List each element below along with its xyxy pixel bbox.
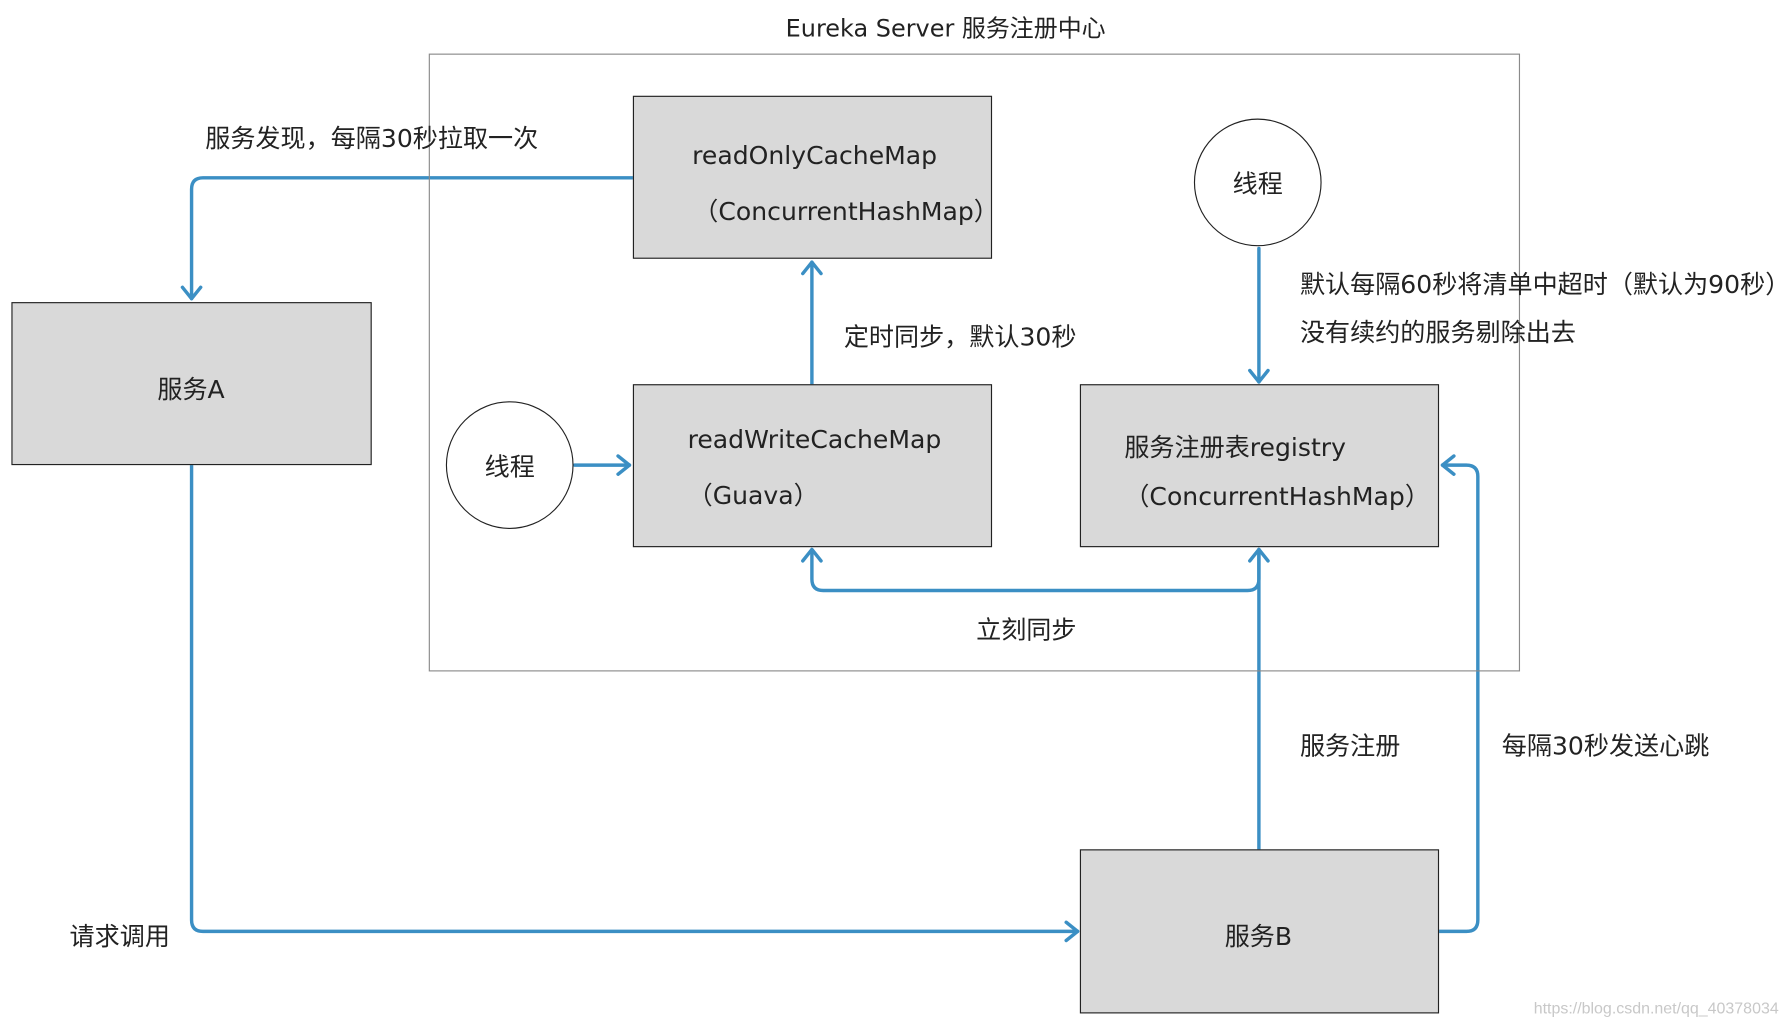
read-write-cache-name: readWriteCacheMap (687, 426, 942, 455)
heartbeat-arrowhead (1440, 454, 1456, 476)
registry-box: 服务注册表registry （ConcurrentHashMap） (1079, 384, 1440, 548)
evict-label-line1: 默认每隔60秒将清单中超时（默认为90秒） (1299, 271, 1788, 300)
request-call-label: 请求调用 (69, 923, 170, 952)
discovery-label: 服务发现，每隔30秒拉取一次 (205, 125, 539, 154)
heartbeat-arrow (1437, 463, 1480, 934)
service-b-box: 服务B (1079, 849, 1440, 1014)
timed-sync-arrowhead (801, 260, 823, 276)
request-arrow (189, 463, 1080, 934)
eureka-server-title: Eureka Server 服务注册中心 (785, 14, 1106, 43)
registry-name: 服务注册表registry (1124, 434, 1346, 463)
service-b-label: 服务B (1224, 923, 1293, 952)
timed-sync-label: 定时同步，默认30秒 (843, 323, 1077, 353)
evict-arrowhead (1248, 368, 1270, 384)
read-only-cache-type: （ConcurrentHashMap） (693, 198, 999, 227)
thread-circle-top: 线程 (1193, 118, 1322, 247)
thread-to-rw-arrowhead (616, 454, 632, 476)
thread-circle-left: 线程 (445, 401, 574, 529)
read-write-cache-type: （Guava） (687, 482, 819, 511)
registry-type: （ConcurrentHashMap） (1124, 483, 1430, 512)
discovery-arrow (189, 176, 635, 301)
read-only-cache-box: readOnlyCacheMap （ConcurrentHashMap） (632, 95, 999, 259)
heartbeat-label: 每隔30秒发送心跳 (1501, 733, 1710, 762)
read-write-cache-box: readWriteCacheMap （Guava） (632, 384, 993, 548)
register-label: 服务注册 (1299, 733, 1401, 762)
immediate-sync-label: 立刻同步 (976, 616, 1077, 646)
source-watermark: https://blog.csdn.net/qq_40378034 (1533, 998, 1779, 1017)
service-a-label: 服务A (157, 376, 225, 405)
thread-left-label: 线程 (484, 453, 535, 483)
service-a-box: 服务A (11, 302, 372, 466)
eureka-server-frame (428, 53, 1521, 672)
evict-label-line2: 没有续约的服务剔除出去 (1299, 319, 1576, 348)
register-arrowhead (1248, 547, 1270, 563)
read-only-cache-name: readOnlyCacheMap (692, 142, 938, 172)
thread-top-label: 线程 (1232, 171, 1283, 200)
immediate-sync-arrowhead (801, 547, 823, 563)
request-arrowhead (1064, 920, 1080, 943)
discovery-arrowhead (180, 285, 203, 301)
